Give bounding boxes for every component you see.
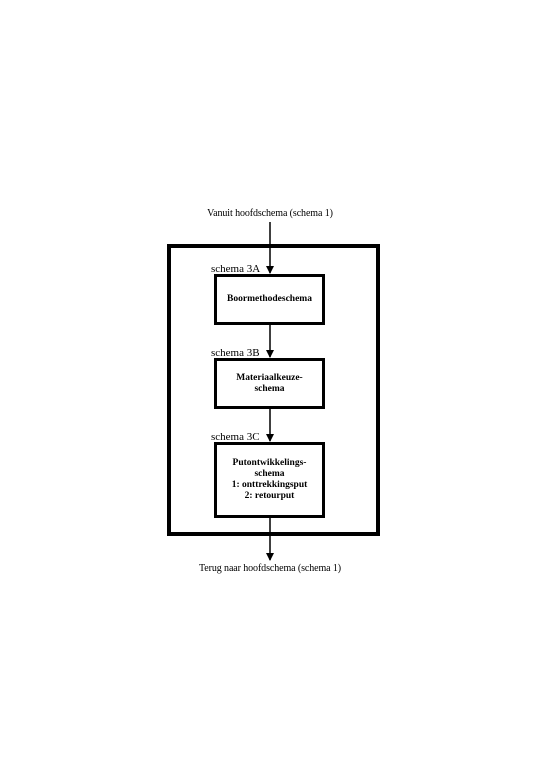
box-3c-line-4: 2: retourput: [244, 491, 295, 501]
section-label-3b: schema 3B: [211, 347, 260, 359]
box-materiaalkeuzeschema: Materiaalkeuze- schema: [214, 358, 325, 409]
box-boormethodeschema: Boormethodeschema: [214, 274, 325, 325]
box-3c-line-3: 1: onttrekkingsput: [231, 480, 308, 490]
exit-caption: Terug naar hoofdschema (schema 1): [198, 563, 342, 574]
box-3a-line: Boormethodeschema: [227, 294, 312, 304]
box-3c-line-2: schema: [254, 469, 285, 479]
box-3b-line-2: schema: [254, 383, 285, 394]
box-3b-line-1: Materiaalkeuze-: [236, 372, 303, 383]
section-label-3c: schema 3C: [211, 431, 260, 443]
box-putontwikkelingsschema: Putontwikkelings- schema 1: onttrekkings…: [214, 442, 325, 518]
schema-3-frame: [167, 244, 380, 536]
entry-caption: Vanuit hoofdschema (schema 1): [207, 208, 333, 219]
section-label-3a: schema 3A: [211, 263, 261, 275]
box-3c-line-1: Putontwikkelings-: [232, 458, 307, 468]
